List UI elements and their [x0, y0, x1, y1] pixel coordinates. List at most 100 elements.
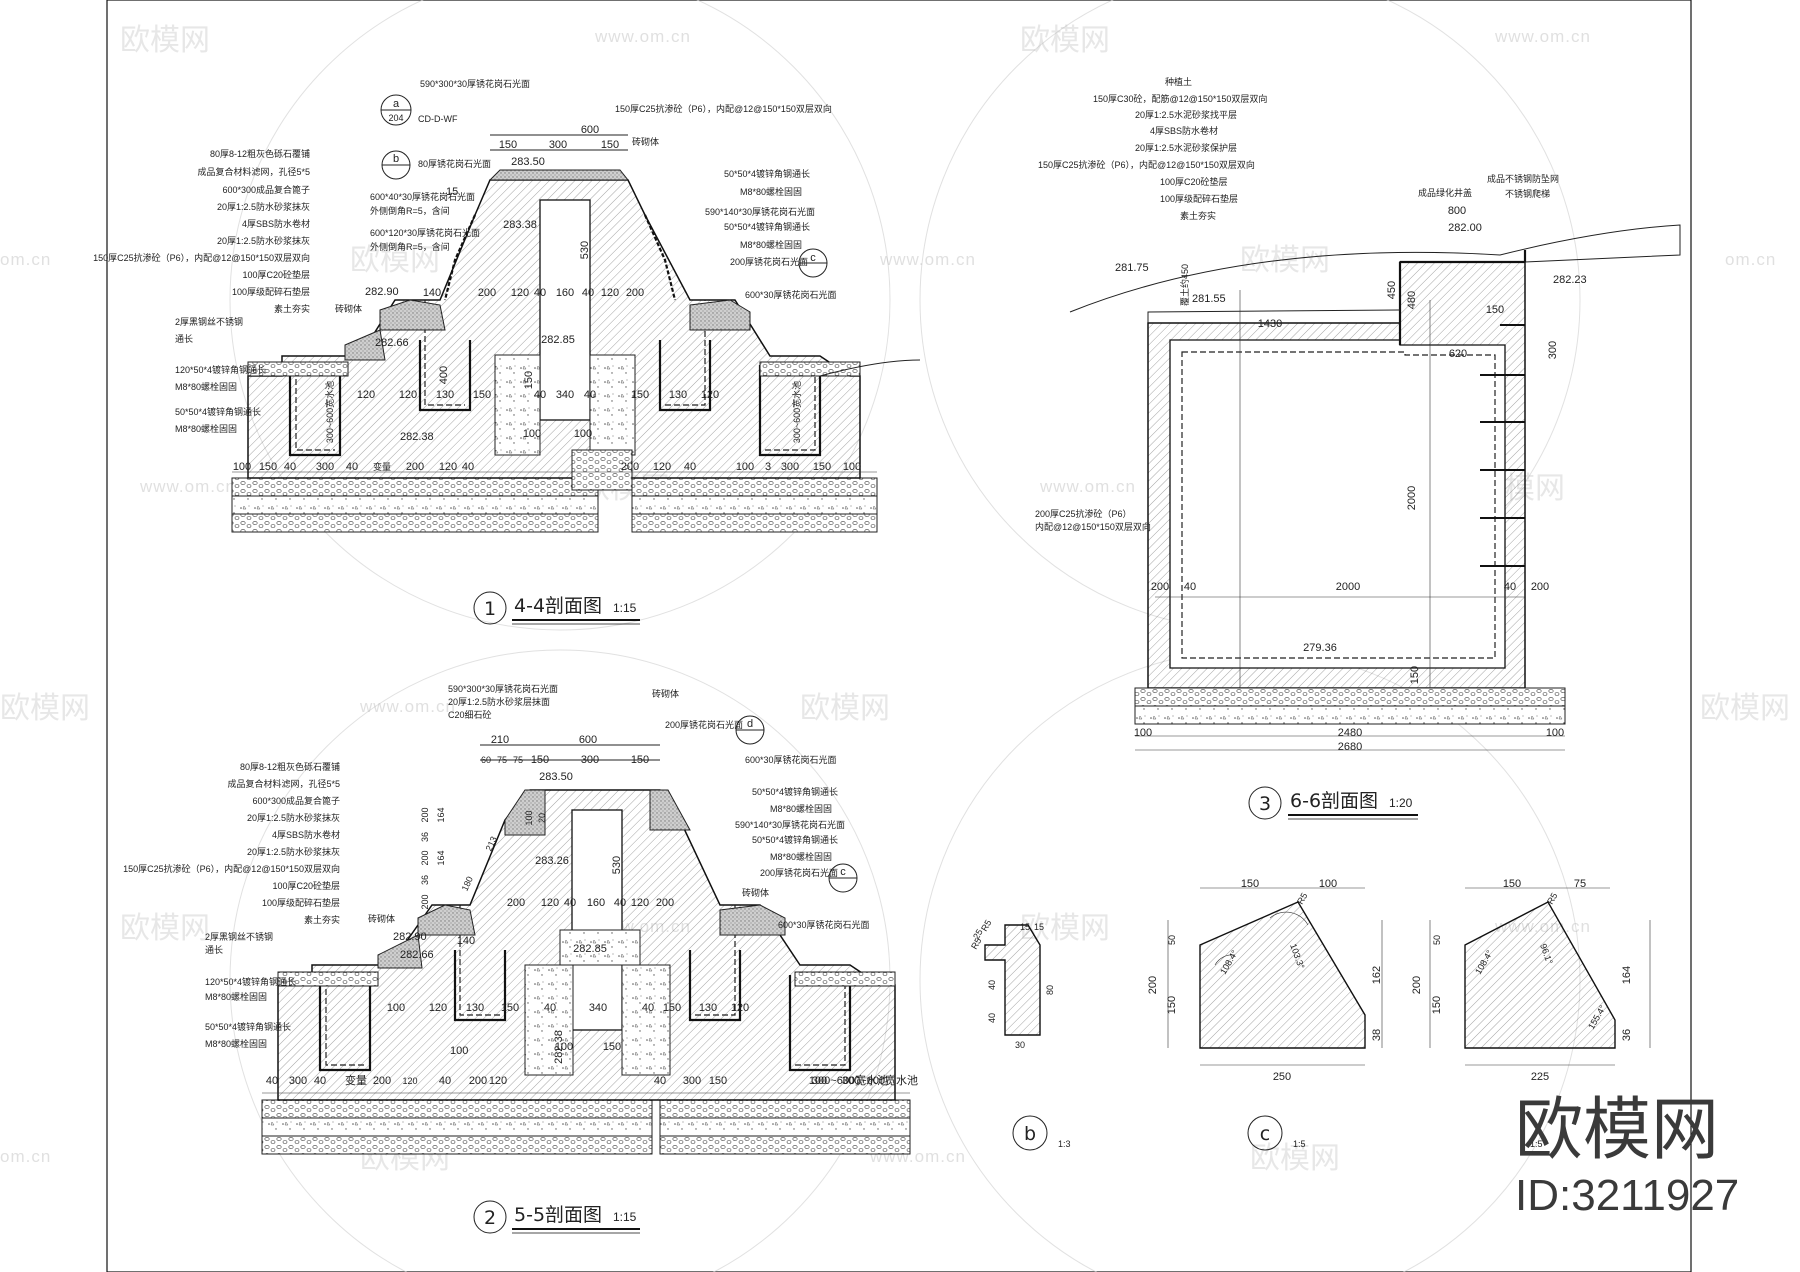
- svg-text:50*50*4镀锌角钢通长: 50*50*4镀锌角钢通长: [724, 168, 810, 179]
- svg-text:M8*80螺栓固固: M8*80螺栓固固: [205, 1038, 267, 1049]
- svg-text:覆土约450: 覆土约450: [1179, 264, 1190, 306]
- svg-text:200厚锈花岗石光面: 200厚锈花岗石光面: [730, 256, 808, 267]
- svg-text:40: 40: [987, 980, 997, 990]
- svg-text:150: 150: [531, 754, 549, 766]
- section-3-callouts: 种植土 150厚C30砼，配筋@12@150*150双层双向 20厚1:2.5水…: [1035, 76, 1559, 532]
- svg-text:200厚锈花岗石光面: 200厚锈花岗石光面: [665, 719, 743, 730]
- svg-text:600*30厚锈花岗石光面: 600*30厚锈花岗石光面: [745, 289, 837, 300]
- svg-text:150: 150: [523, 371, 535, 389]
- svg-text:欧模网: 欧模网: [1515, 1091, 1719, 1170]
- svg-text:b: b: [393, 153, 399, 165]
- svg-text:120*50*4镀锌角钢通长: 120*50*4镀锌角钢通长: [205, 976, 296, 987]
- svg-text:150: 150: [1503, 878, 1521, 890]
- svg-text:160: 160: [587, 897, 605, 909]
- brand-watermark: 欧模网 ID:3211927: [1515, 1091, 1739, 1220]
- section-3-dimensions: 800 282.00 281.75 覆土约450 281.55 450 1430…: [1115, 205, 1587, 753]
- svg-text:50*50*4镀锌角钢通长: 50*50*4镀锌角钢通长: [752, 786, 838, 797]
- svg-text:M8*80螺栓固固: M8*80螺栓固固: [740, 239, 802, 250]
- svg-text:1:3: 1:3: [1058, 1139, 1071, 1149]
- svg-text:om.cn: om.cn: [0, 250, 51, 269]
- svg-text:282.85: 282.85: [573, 943, 607, 955]
- svg-text:1:15: 1:15: [613, 601, 637, 615]
- svg-text:120: 120: [357, 389, 375, 401]
- svg-text:300~600宽水池: 300~600宽水池: [791, 381, 802, 443]
- svg-text:www.om.cn: www.om.cn: [879, 250, 976, 269]
- svg-text:130: 130: [669, 389, 687, 401]
- section-1-drawing: [231, 134, 921, 533]
- svg-text:120: 120: [541, 897, 559, 909]
- svg-text:1:5: 1:5: [1293, 1139, 1306, 1149]
- svg-text:om.cn: om.cn: [0, 1147, 51, 1166]
- svg-text:281.55: 281.55: [1192, 293, 1226, 305]
- svg-text:200: 200: [1147, 976, 1159, 994]
- svg-text:282.38: 282.38: [400, 431, 434, 443]
- svg-text:1: 1: [484, 598, 496, 620]
- svg-text:50*50*4镀锌角钢通长: 50*50*4镀锌角钢通长: [724, 221, 810, 232]
- svg-text:120: 120: [601, 287, 619, 299]
- svg-text:130: 130: [436, 389, 454, 401]
- svg-text:M8*80螺栓固固: M8*80螺栓固固: [175, 381, 237, 392]
- svg-text:200: 200: [420, 850, 430, 865]
- svg-text:120: 120: [439, 461, 457, 473]
- svg-text:50*50*4镀锌角钢通长: 50*50*4镀锌角钢通长: [175, 406, 261, 417]
- svg-text:200: 200: [406, 461, 424, 473]
- svg-text:素土夯实: 素土夯实: [274, 303, 310, 314]
- svg-text:282.85: 282.85: [541, 334, 575, 346]
- svg-text:140: 140: [423, 287, 441, 299]
- svg-text:40: 40: [684, 461, 696, 473]
- svg-text:100: 100: [387, 1002, 405, 1014]
- svg-text:120: 120: [402, 1076, 417, 1086]
- svg-text:60: 60: [481, 755, 491, 765]
- svg-text:40: 40: [346, 461, 358, 473]
- svg-text:204: 204: [388, 113, 403, 123]
- svg-text:120: 120: [731, 1002, 749, 1014]
- svg-text:200厚C25抗渗砼（P6）: 200厚C25抗渗砼（P6）: [1035, 508, 1132, 519]
- svg-text:www.om.cn: www.om.cn: [594, 27, 691, 46]
- svg-text:欧模网: 欧模网: [0, 691, 90, 726]
- svg-text:2厚黑钢丝不锈钢: 2厚黑钢丝不锈钢: [205, 931, 273, 942]
- svg-text:1:5: 1:5: [1530, 1139, 1543, 1149]
- svg-text:6-6剖面图: 6-6剖面图: [1290, 790, 1378, 812]
- svg-text:279.36: 279.36: [1303, 642, 1337, 654]
- svg-text:150: 150: [1486, 304, 1504, 316]
- detail-c: 150 100 R5 50 150 200 162 38 108.4° 103.…: [1147, 878, 1383, 1151]
- section-2-title: 2 5-5剖面图 1:15: [473, 1200, 640, 1234]
- svg-text:15: 15: [1020, 922, 1030, 932]
- svg-text:www.om.cn: www.om.cn: [359, 697, 456, 716]
- svg-text:种植土: 种植土: [1165, 76, 1192, 87]
- svg-text:600: 600: [581, 124, 599, 136]
- svg-text:282.66: 282.66: [375, 337, 409, 349]
- svg-text:20厚1:2.5防水砂浆抹灰: 20厚1:2.5防水砂浆抹灰: [247, 846, 340, 857]
- svg-text:300: 300: [581, 754, 599, 766]
- svg-text:283.26: 283.26: [535, 855, 569, 867]
- svg-text:600*300成品复合篦子: 600*300成品复合篦子: [222, 184, 310, 195]
- svg-text:282.90: 282.90: [393, 931, 427, 943]
- svg-text:不锈钢爬梯: 不锈钢爬梯: [1505, 188, 1550, 199]
- svg-text:300: 300: [683, 1075, 701, 1087]
- svg-text:300: 300: [1547, 341, 1559, 359]
- svg-text:50: 50: [1167, 935, 1177, 945]
- svg-text:80: 80: [1045, 985, 1055, 995]
- svg-text:150: 150: [473, 389, 491, 401]
- svg-text:成品不锈钢防坠网: 成品不锈钢防坠网: [1487, 173, 1559, 184]
- svg-text:M8*80螺栓固固: M8*80螺栓固固: [770, 851, 832, 862]
- svg-text:40: 40: [654, 1075, 666, 1087]
- svg-text:100: 100: [450, 1045, 468, 1057]
- section-1-title: 1 4-4剖面图 1:15: [473, 591, 640, 625]
- svg-text:砖砌体: 砖砌体: [335, 303, 362, 314]
- svg-text:530: 530: [611, 856, 623, 874]
- svg-text:100厚C20砼垫层: 100厚C20砼垫层: [1160, 176, 1228, 187]
- svg-text:150: 150: [813, 461, 831, 473]
- section-2-refs: d c: [735, 715, 858, 893]
- svg-text:100: 100: [555, 1041, 573, 1053]
- svg-text:25: 25: [971, 927, 985, 941]
- svg-text:2厚黑钢丝不锈钢: 2厚黑钢丝不锈钢: [175, 316, 243, 327]
- svg-text:R5: R5: [979, 918, 993, 933]
- svg-text:100: 100: [1319, 878, 1337, 890]
- svg-text:欧模网: 欧模网: [1250, 1141, 1340, 1176]
- svg-text:120: 120: [399, 389, 417, 401]
- svg-text:120: 120: [489, 1075, 507, 1087]
- svg-text:200: 200: [420, 894, 430, 909]
- svg-text:340: 340: [556, 389, 574, 401]
- svg-text:200: 200: [373, 1075, 391, 1087]
